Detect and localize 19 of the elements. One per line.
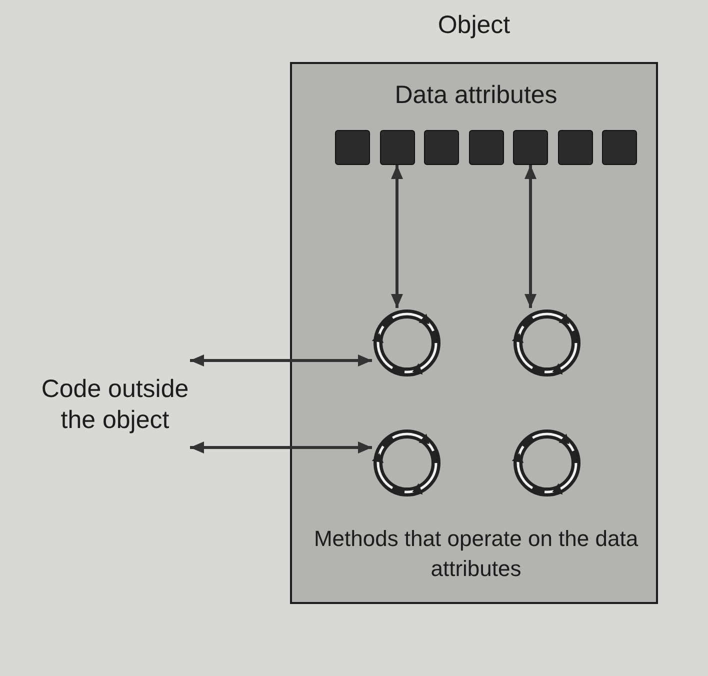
- data-attribute-square: [602, 130, 637, 165]
- cycle-arrows-icon: [372, 308, 442, 378]
- object-heading: Object: [436, 10, 512, 41]
- double-arrow: [524, 165, 536, 308]
- data-attribute-square: [468, 130, 504, 165]
- data-attribute-square: [513, 130, 548, 165]
- cycle-arrows-icon: [512, 308, 582, 378]
- data-attribute-square: [424, 130, 459, 165]
- double-arrow: [190, 442, 372, 454]
- cycle-arrows-icon: [512, 428, 582, 498]
- data-attribute-square: [335, 130, 370, 165]
- text-label: Code outside the object: [40, 343, 190, 467]
- section-heading: Data attributes: [394, 80, 558, 111]
- cycle-arrows-icon: [372, 428, 442, 498]
- data-attribute-square: [380, 130, 414, 165]
- data-attribute-square: [558, 130, 592, 165]
- double-arrow: [391, 165, 403, 308]
- double-arrow: [190, 354, 372, 366]
- caption-text: Methods that operate on the data attributes: [312, 525, 640, 583]
